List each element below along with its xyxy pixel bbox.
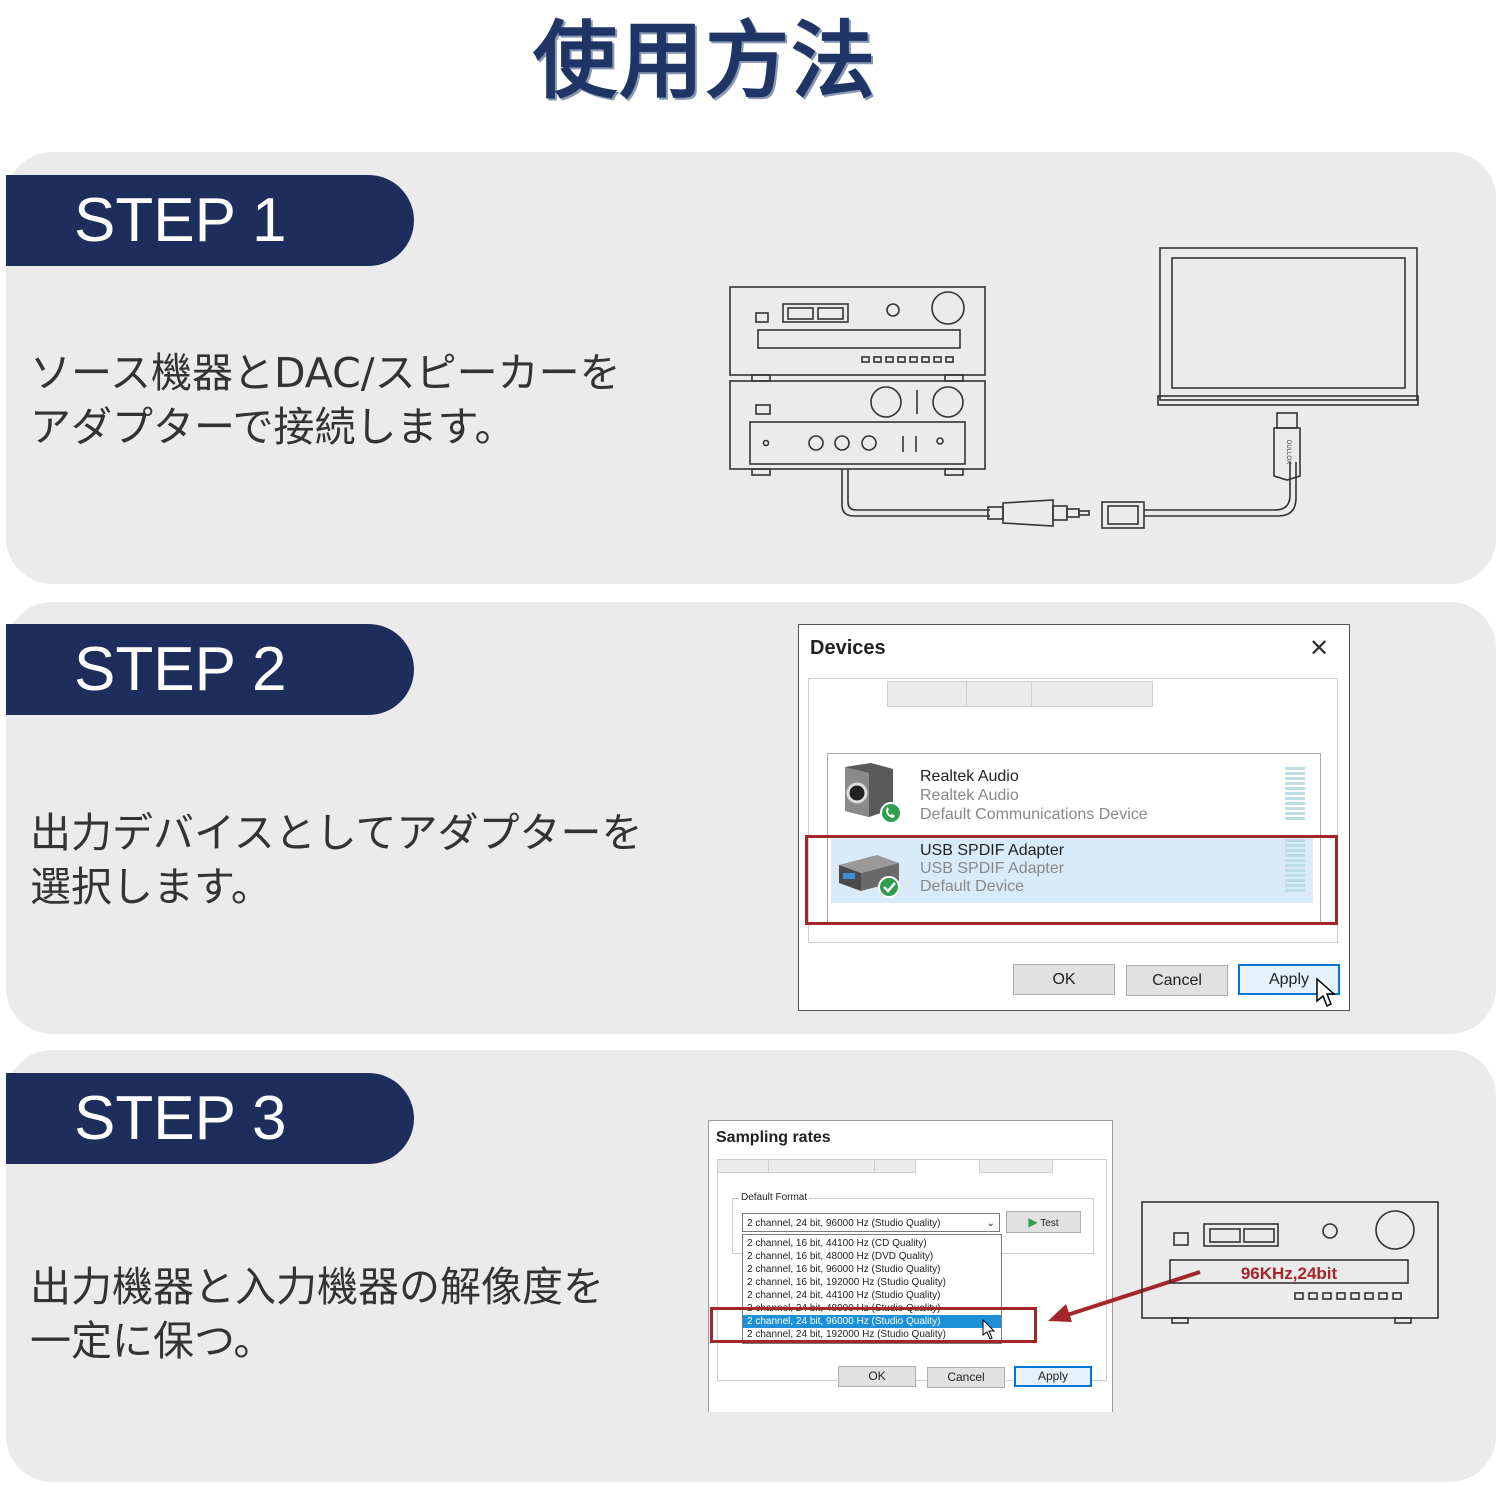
format-select[interactable]: 2 channel, 24 bit, 96000 Hz (Studio Qual… xyxy=(742,1213,1000,1232)
cancel-button[interactable]: Cancel xyxy=(1126,965,1228,996)
step2-description: 出力デバイスとしてアダプターを 選択します。 xyxy=(30,806,643,914)
selection-highlight-box xyxy=(805,835,1338,925)
level-meter-icon xyxy=(1285,839,1305,892)
cursor-icon xyxy=(1316,977,1336,1008)
step1-line2: アダプターで接続します。 xyxy=(30,403,516,451)
tab-1[interactable] xyxy=(887,681,967,707)
sampling-dialog-title: Sampling rates xyxy=(716,1129,831,1146)
chevron-down-icon: ⌄ xyxy=(986,1218,995,1229)
connection-illustration: DULLOX xyxy=(729,247,1419,529)
step3-label: STEP 3 xyxy=(6,1073,414,1164)
device-sub1-usb-spdif: USB SPDIF Adapter xyxy=(920,860,1065,877)
arrow-icon xyxy=(1048,1270,1201,1322)
default-format-label: Default Format xyxy=(739,1192,810,1203)
format-option[interactable]: 2 channel, 24 bit, 44100 Hz (Studio Qual… xyxy=(747,1290,941,1301)
usb-adapter-device-icon xyxy=(839,855,900,898)
apply-button[interactable]: Apply xyxy=(1014,1366,1092,1387)
format-option[interactable]: 2 channel, 16 bit, 96000 Hz (Studio Qual… xyxy=(747,1264,941,1275)
format-option-selected[interactable]: 2 channel, 24 bit, 96000 Hz (Studio Qual… xyxy=(743,1315,1001,1328)
step2-line1: 出力デバイスとしてアダプターを xyxy=(30,809,643,857)
page-title: 使用方法 xyxy=(532,12,877,110)
format-option[interactable]: 2 channel, 16 bit, 192000 Hz (Studio Qua… xyxy=(747,1277,947,1288)
tab-3[interactable] xyxy=(1031,681,1153,707)
device-item-usb-spdif[interactable] xyxy=(831,837,1313,903)
tab-3[interactable] xyxy=(874,1159,916,1173)
step2-label: STEP 2 xyxy=(6,624,414,715)
test-button[interactable]: ▶ Test xyxy=(1006,1211,1081,1233)
close-icon[interactable]: ✕ xyxy=(1309,635,1330,662)
speaker-icon xyxy=(845,763,902,823)
tab-2[interactable] xyxy=(768,1159,875,1173)
step3-line1: 出力機器と入力機器の解像度を xyxy=(30,1263,604,1311)
format-option[interactable]: 2 channel, 16 bit, 48000 Hz (DVD Quality… xyxy=(747,1251,934,1262)
step1-label: STEP 1 xyxy=(6,175,414,266)
format-select-value: 2 channel, 24 bit, 96000 Hz (Studio Qual… xyxy=(747,1218,941,1229)
device-sub2-usb-spdif: Default Device xyxy=(920,878,1025,895)
level-meter-icon xyxy=(1285,767,1305,820)
step1-description: ソース機器とDAC/スピーカーを アダプターで接続します。 xyxy=(30,346,621,454)
play-icon: ▶ xyxy=(1028,1215,1038,1229)
device-sub1-realtek: Realtek Audio xyxy=(920,787,1019,804)
tab-strip xyxy=(808,678,1338,943)
ok-button[interactable]: OK xyxy=(1013,964,1115,995)
format-option[interactable]: 2 channel, 24 bit, 192000 Hz (Studio Qua… xyxy=(747,1329,947,1340)
adapter-brand-label: DULLOX xyxy=(1285,440,1291,464)
ok-button[interactable]: OK xyxy=(838,1366,916,1387)
devices-dialog: Devices ✕ Realtek Audio Realtek Audio De… xyxy=(798,624,1350,1011)
output-device-illustration xyxy=(1141,1201,1439,1324)
tab-4[interactable] xyxy=(979,1159,1053,1173)
devices-dialog-title: Devices xyxy=(810,637,886,659)
tab-1[interactable] xyxy=(717,1159,769,1173)
sampling-rates-dialog: Sampling rates Default Format 2 channel,… xyxy=(708,1120,1113,1412)
format-option[interactable]: 2 channel, 16 bit, 44100 Hz (CD Quality) xyxy=(747,1238,927,1249)
cursor-icon xyxy=(982,1319,996,1340)
device-name-realtek: Realtek Audio xyxy=(920,768,1019,785)
device-display-readout: 96KHz,24bit xyxy=(1240,1264,1338,1283)
step2-line2: 選択します。 xyxy=(30,863,272,911)
device-name-usb-spdif: USB SPDIF Adapter xyxy=(920,842,1065,859)
step3-line2: 一定に保つ。 xyxy=(30,1317,275,1365)
step3-description: 出力機器と入力機器の解像度を 一定に保つ。 xyxy=(30,1260,604,1368)
test-button-label: Test xyxy=(1040,1218,1059,1229)
device-sub2-realtek: Default Communications Device xyxy=(920,806,1148,823)
tab-2[interactable] xyxy=(966,681,1032,707)
step1-line1: ソース機器とDAC/スピーカーを xyxy=(30,349,621,397)
format-highlight-box xyxy=(710,1307,1037,1343)
cancel-button[interactable]: Cancel xyxy=(927,1367,1005,1388)
